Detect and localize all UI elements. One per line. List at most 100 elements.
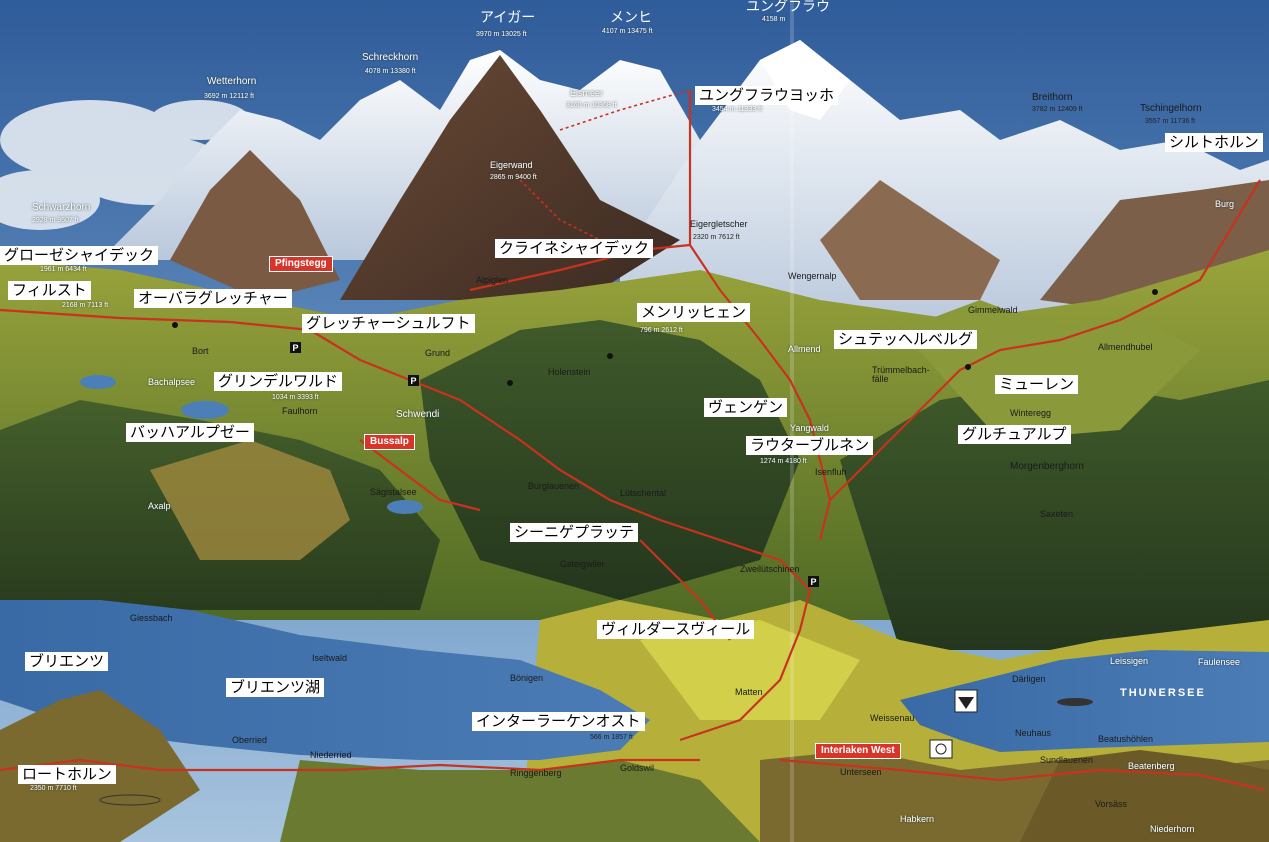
place-iseltwald: Iseltwald	[312, 653, 348, 663]
peak-breithorn-alt: 3782 m 12409 ft	[1032, 106, 1083, 113]
place-zweilutschinen: Zweilütschinen	[740, 564, 800, 574]
peak-wetterhorn: Wetterhorn	[207, 76, 257, 87]
peak-eiger-alt: 3970 m 13025 ft	[476, 31, 527, 38]
label-wilderswil: ヴィルダースヴィール	[597, 620, 755, 639]
place-ringgenberg: Ringgenberg	[510, 768, 562, 778]
peak-monch-alt: 4107 m 13475 ft	[602, 28, 653, 35]
peak-schreckhorn: Schreckhorn	[362, 52, 419, 63]
place-leissigen: Leissigen	[1110, 656, 1149, 666]
lake-thunersee: THUNERSEE	[1120, 687, 1206, 699]
place-wengen-alt: 1274 m 4180 ft	[760, 458, 807, 465]
label-grutschalp: グルチュアルプ	[958, 425, 1071, 444]
place-niederhorn: Niederhorn	[1150, 824, 1195, 834]
place-matten: Matten	[735, 687, 763, 697]
place-burglauenen: Burglauenen	[528, 481, 580, 491]
svg-text:P: P	[293, 343, 299, 353]
place-wengernalp: Wengernalp	[788, 271, 837, 281]
peak-breithorn: Breithorn	[1032, 92, 1073, 103]
peak-schreckhorn-alt: 4078 m 13380 ft	[365, 68, 416, 75]
place-niederried: Niederried	[310, 750, 352, 760]
place-sagistalsee: Sägistalsee	[370, 487, 417, 497]
place-faulensee: Faulensee	[1198, 657, 1241, 667]
label-kleine-scheidegg: クライネシャイデック	[495, 239, 654, 258]
peak-wetterhorn-alt: 3692 m 12112 ft	[204, 93, 255, 100]
peak-schwarzhorn-alt: 2928 m 9607 ft	[32, 217, 79, 224]
place-bonigen: Bönigen	[510, 673, 544, 683]
label-schilthorn: シルトホルン	[1165, 133, 1263, 152]
place-allmendhubel: Allmendhubel	[1098, 342, 1153, 352]
place-eismeer-alt: 3160 m 10368 ft	[566, 102, 617, 109]
place-saxeten: Saxeten	[1040, 509, 1074, 519]
label-jungfrau: ユングフラウ	[746, 0, 830, 15]
peak-schwarzhorn: Schwarzhorn	[32, 202, 91, 213]
place-beatushohlen: Beatushöhlen	[1098, 734, 1154, 744]
label-lauterbrunnen: ラウターブルネン	[746, 436, 874, 455]
place-grund: Grund	[425, 348, 451, 358]
place-grindelwald-alt: 1034 m 3393 ft	[272, 394, 319, 401]
place-eigergletscher: Eigergletscher	[690, 219, 748, 229]
label-gletscherschlucht: グレッチャーシュルフト	[302, 314, 475, 333]
label-eiger: アイガー	[480, 10, 536, 26]
place-yangwald: Yangwald	[790, 423, 829, 433]
place-eigerwand: Eigerwand	[490, 160, 533, 170]
place-darligen: Därligen	[1012, 674, 1046, 684]
label-interlaken-ost: インターラーケンオスト	[472, 712, 645, 731]
place-grosse-scheidegg-alt: 1961 m 6434 ft	[40, 266, 87, 273]
label-brienz: ブリエンツ	[25, 652, 109, 671]
label-interlaken-west: Interlaken West	[815, 743, 901, 759]
dotted-routes	[519, 89, 691, 251]
svg-text:P: P	[411, 376, 417, 386]
place-vorsass: Vorsäss	[1095, 799, 1128, 809]
place-interlaken-alt: 566 m 1857 ft	[590, 734, 633, 741]
place-axalp: Axalp	[148, 501, 171, 511]
place-holenstein: Holenstein	[548, 367, 591, 377]
place-lauterbrunnen-alt: 796 m 2612 ft	[640, 327, 683, 334]
place-bort: Bort	[192, 346, 209, 356]
place-eigergletscher-alt: 2320 m 7612 ft	[693, 234, 740, 241]
label-first: フィルスト	[8, 281, 91, 300]
label-bachalpsee: バッハアルプゼー	[126, 423, 254, 442]
place-faulhorn: Faulhorn	[282, 406, 318, 416]
place-goldswil: Goldswil	[620, 763, 655, 773]
place-burg: Burg	[1215, 199, 1235, 209]
label-oberer-gletscher: オーバラグレッチャー	[134, 289, 292, 308]
label-bussalp: Bussalp	[364, 434, 415, 450]
place-gimmelwald: Gimmelwald	[968, 305, 1018, 315]
label-grindelwald: グリンデルワルド	[214, 372, 343, 391]
place-lutschental: Lütschental	[620, 488, 667, 498]
label-rothorn: ロートホルン	[18, 765, 116, 784]
place-sundlauenen: Sundlauenen	[1040, 755, 1094, 765]
place-neuhaus: Neuhaus	[1015, 728, 1052, 738]
label-grosse-scheidegg: グローゼシャイデック	[0, 246, 159, 265]
place-morgenberghorn: Morgenberghorn	[1010, 461, 1084, 472]
label-brienzersee: ブリエンツ湖	[226, 678, 325, 697]
place-trummelbach: Trümmelbach- fälle	[872, 365, 930, 384]
place-alpiglen: Alpiglen	[476, 275, 509, 285]
peak-jungfrau-alt: 4158 m	[762, 16, 786, 23]
place-giessbach: Giessbach	[130, 613, 173, 623]
place-eismeer: Eismeer	[570, 88, 604, 98]
place-rothorn-alt: 2350 m 7710 ft	[30, 785, 77, 792]
label-schynige-platte: シーニゲプラッテ	[510, 523, 639, 542]
place-bachalpsee-en: Bachalpsee	[148, 377, 196, 387]
place-winteregg: Winteregg	[1010, 408, 1052, 418]
svg-text:P: P	[811, 577, 817, 587]
place-first-alt: 2168 m 7113 ft	[62, 302, 109, 309]
label-mannlichen: メンリッヒェン	[637, 303, 751, 322]
place-isenfluh: Isenfluh	[815, 467, 847, 477]
place-jungfraujoch-alt: 3454 m 11333 ft	[712, 106, 763, 113]
place-oberried: Oberried	[232, 735, 268, 745]
peak-tschingelhorn-alt: 3557 m 11736 ft	[1145, 118, 1196, 125]
place-allmend: Allmend	[788, 344, 821, 354]
peak-tschingelhorn: Tschingelhorn	[1140, 103, 1202, 114]
label-pfingstegg: Pfingstegg	[269, 256, 333, 272]
place-beatenberg: Beatenberg	[1128, 761, 1175, 771]
routes	[0, 90, 1266, 792]
place-weissenau: Weissenau	[870, 713, 915, 723]
place-eigerwand-alt: 2865 m 9400 ft	[490, 174, 537, 181]
label-stechelberg: シュテッヘルベルグ	[834, 330, 978, 349]
label-jungfraujoch: ユングフラウヨッホ	[695, 86, 839, 105]
place-habkern: Habkern	[900, 814, 935, 824]
place-schwendi: Schwendi	[396, 409, 440, 420]
label-murren: ミューレン	[995, 375, 1079, 394]
